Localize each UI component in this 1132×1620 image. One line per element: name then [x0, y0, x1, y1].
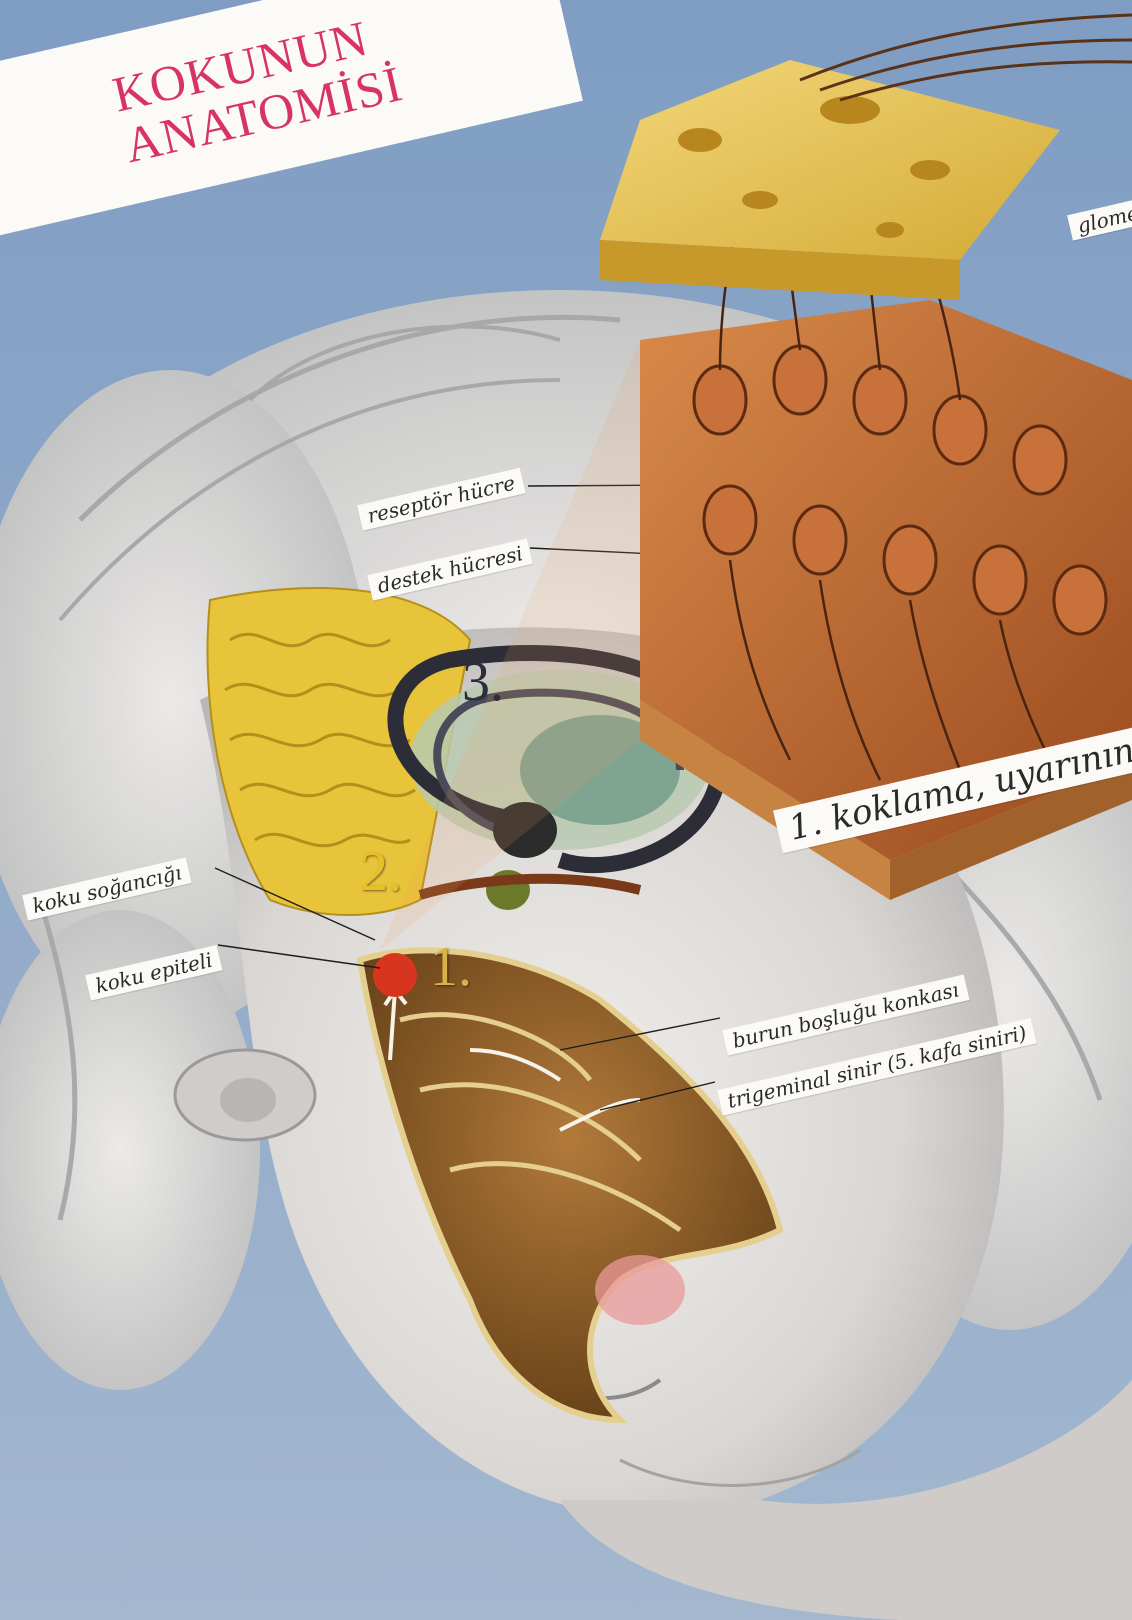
olfactory-epithelium-spot	[373, 953, 417, 997]
nostril	[595, 1255, 685, 1325]
step-number-1: 1.	[430, 935, 472, 999]
step-number-2: 2.	[360, 840, 402, 904]
step-number-3: 3.	[462, 650, 504, 714]
